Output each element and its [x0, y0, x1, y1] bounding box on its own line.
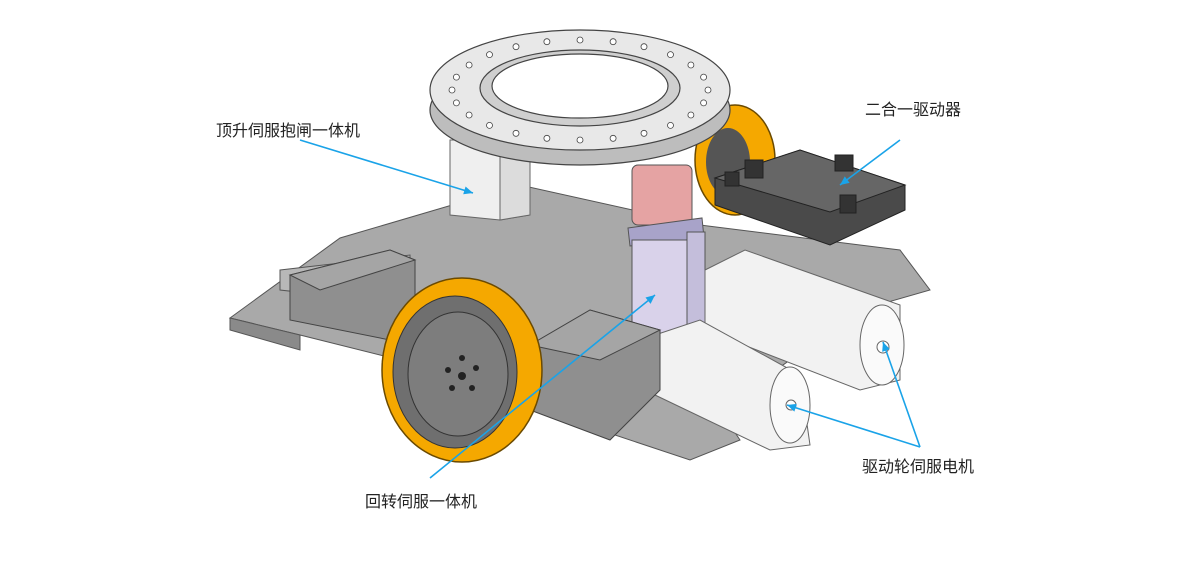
arrowhead: [787, 403, 797, 412]
leader-lift-servo: [299, 139, 474, 194]
label-lift-servo-brake: 顶升伺服抱闸一体机: [216, 121, 361, 140]
lift-servo-block: [449, 139, 531, 221]
bolt-hole: [448, 86, 456, 94]
arrowhead: [463, 186, 473, 195]
bolt-hole: [543, 134, 551, 142]
bolt-hole: [700, 73, 707, 81]
bolt-hole: [486, 51, 493, 58]
bolt-hole: [452, 73, 460, 81]
bolt-hole: [486, 122, 493, 129]
bolt-hole: [667, 51, 674, 58]
bolt-hole: [512, 129, 520, 137]
bolt-hole: [512, 43, 520, 51]
bolt-hole: [687, 111, 695, 119]
slewing-bearing: [429, 29, 731, 166]
front-drive-wheel: [381, 277, 543, 463]
lift-column: [627, 164, 706, 341]
leader-dual-driver: [839, 139, 901, 186]
bolt-hole: [609, 38, 617, 46]
bolt-hole: [700, 99, 707, 107]
bolt-hole: [609, 134, 617, 142]
bolt-hole: [465, 61, 473, 69]
label-drive-wheel-servo-motor: 驱动轮伺服电机: [862, 457, 975, 476]
dual-driver-module: [713, 149, 907, 246]
bolt-hole: [576, 36, 584, 44]
label-rotary-servo: 回转伺服一体机: [365, 492, 478, 511]
bolt-hole: [452, 99, 460, 107]
leader-drive-motor-b: [786, 404, 921, 448]
bolt-hole: [640, 43, 648, 51]
bolt-hole: [667, 122, 674, 129]
bolt-hole: [543, 38, 551, 46]
bolt-hole: [640, 129, 648, 137]
bearing-bolt-holes: [448, 36, 712, 144]
gearbox-block: [288, 249, 662, 441]
arrowhead: [645, 295, 655, 304]
bolt-hole: [576, 136, 584, 144]
arrowhead: [840, 176, 850, 185]
leader-rotary-servo: [429, 294, 656, 479]
leader-drive-motor-a: [882, 341, 921, 448]
label-dual-driver: 二合一驱动器: [865, 100, 962, 119]
leader-lines: [299, 139, 921, 479]
bolt-hole: [465, 111, 473, 119]
bolt-hole: [687, 61, 695, 69]
bolt-hole: [704, 86, 712, 94]
arrowhead: [882, 342, 890, 352]
